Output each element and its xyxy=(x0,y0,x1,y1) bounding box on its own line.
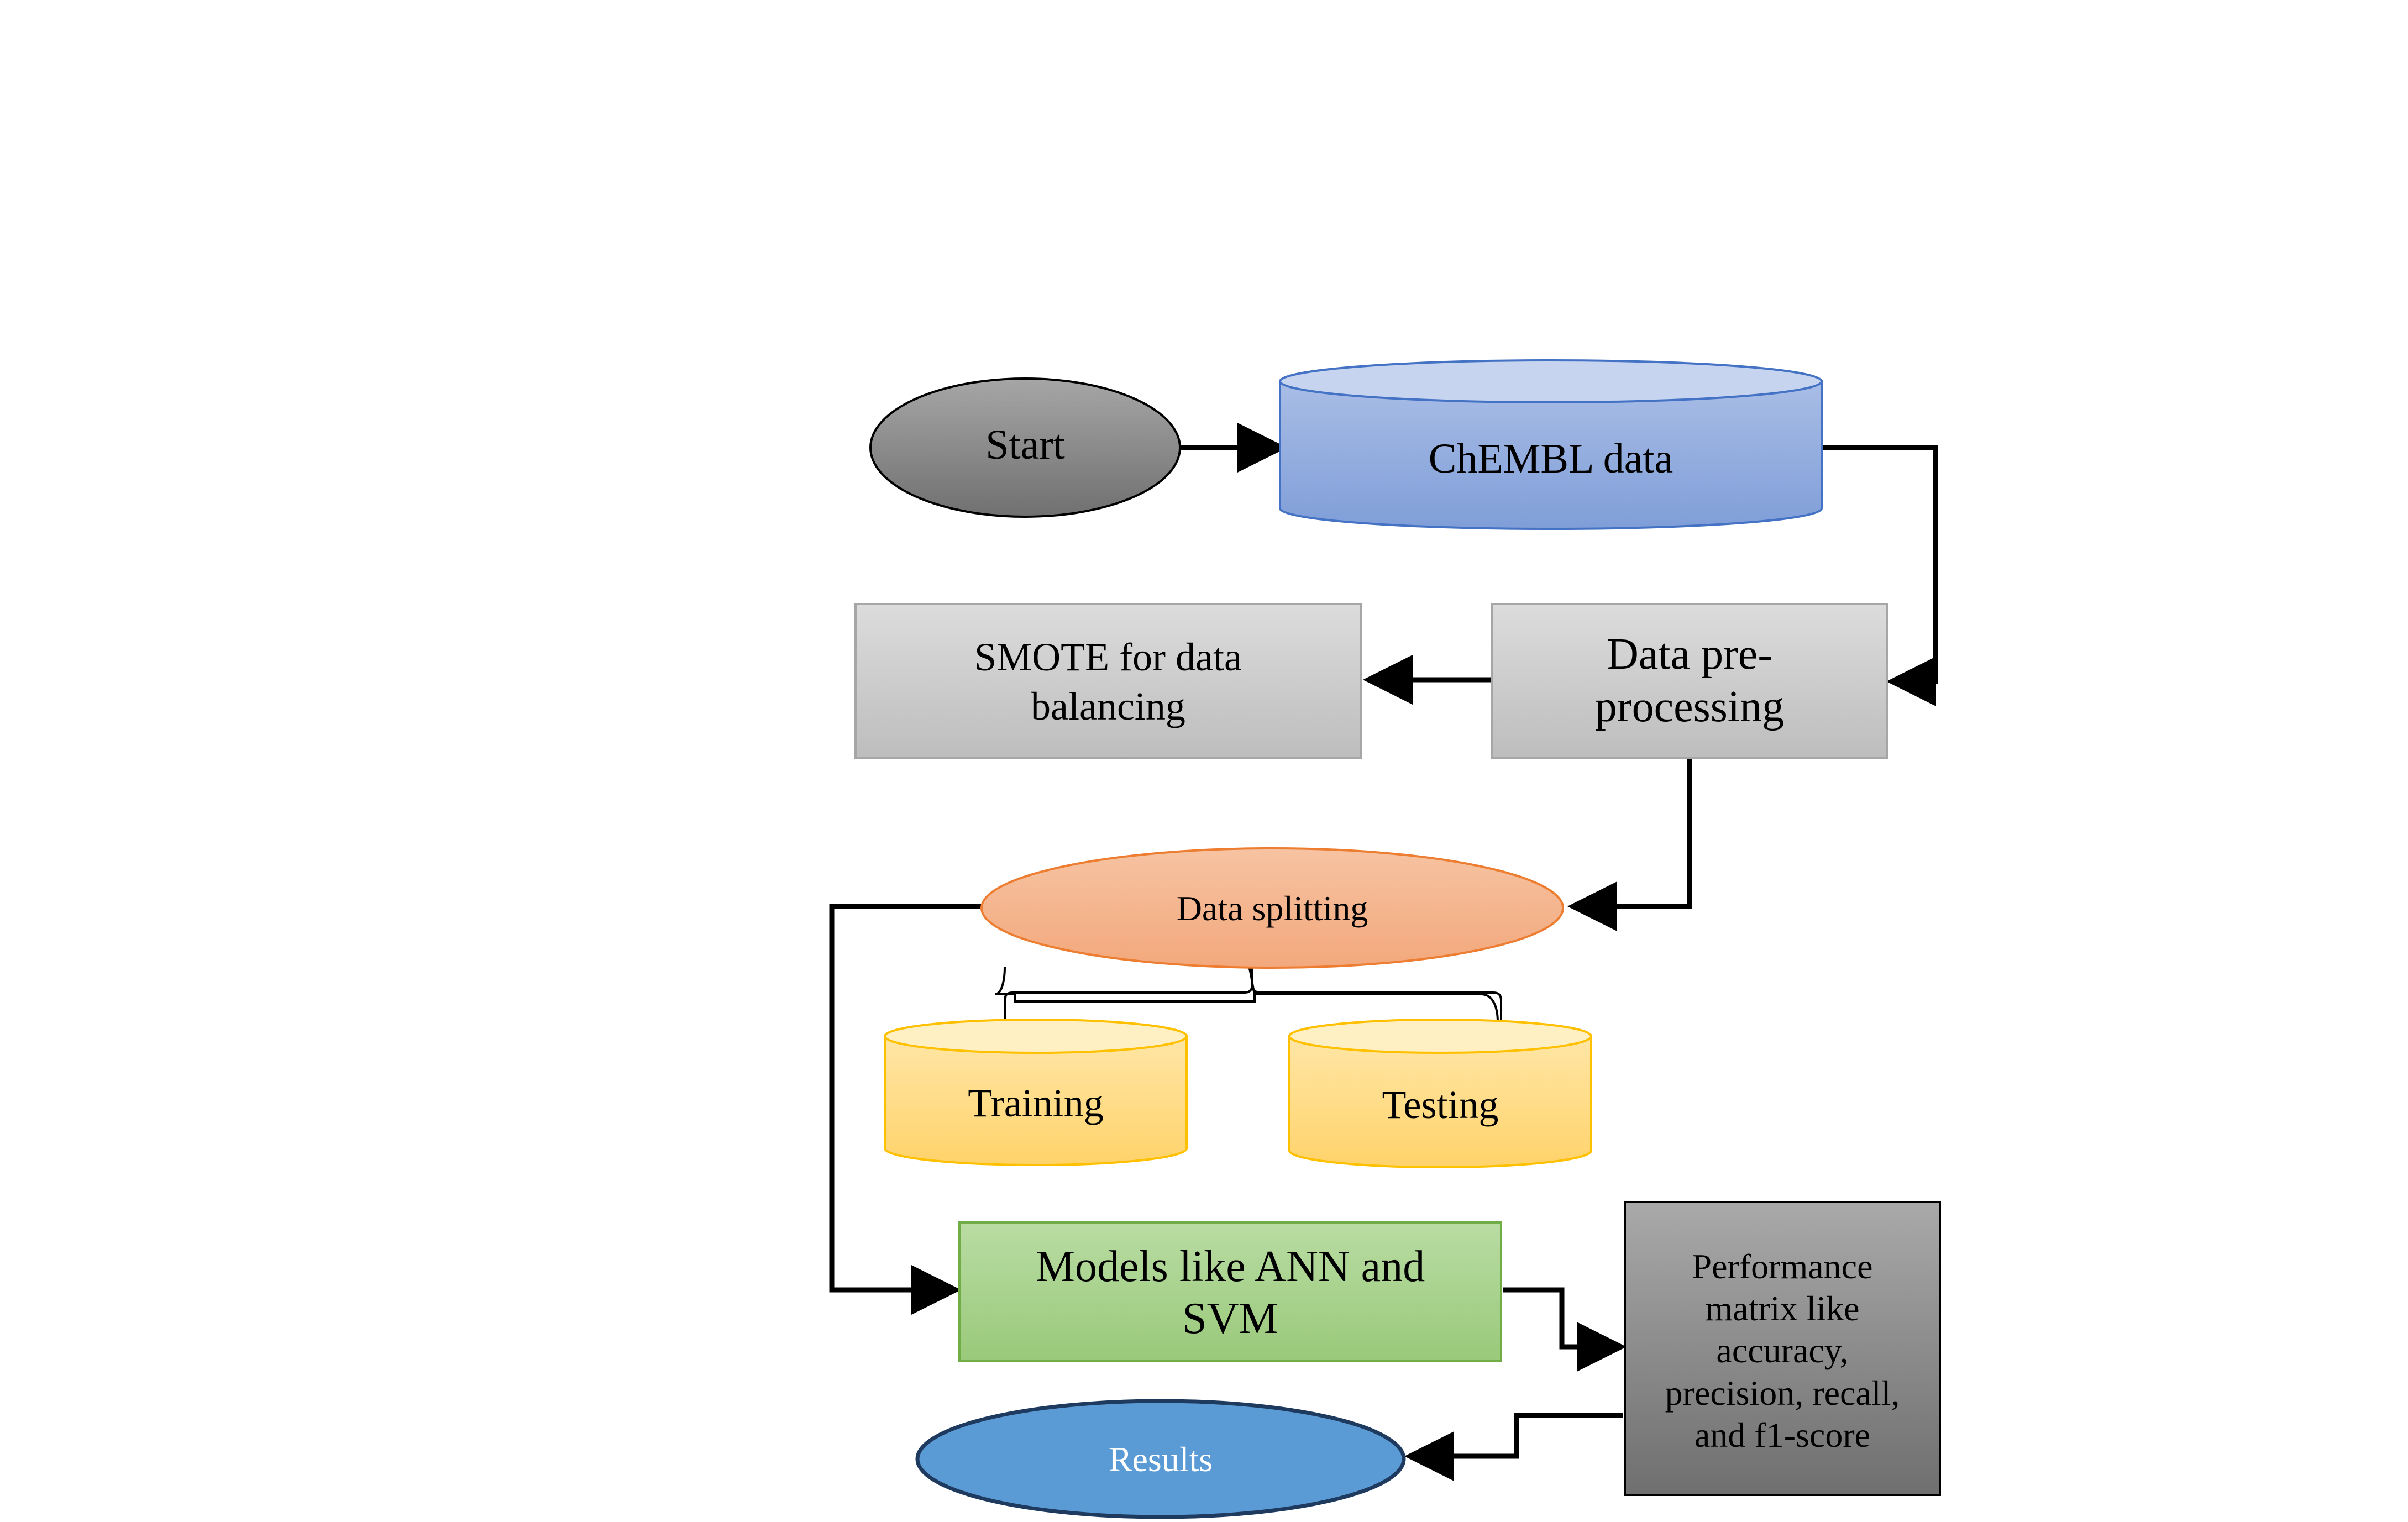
split-brace-main xyxy=(1004,967,1502,1022)
splitting-label: Data splitting xyxy=(1177,889,1368,928)
chembl-data-node: ChEMBL data xyxy=(1279,359,1823,530)
preprocessing-label-line2: processing xyxy=(1595,683,1784,731)
arrow-models-to-performance xyxy=(1503,1287,1627,1372)
training-label: Training xyxy=(968,1081,1103,1125)
models-node: Models like ANN and SVM xyxy=(958,1221,1502,1362)
preprocessing-node: Data pre- processing xyxy=(1491,603,1888,759)
performance-label-line2: matrix like xyxy=(1705,1289,1859,1328)
chembl-label: ChEMBL data xyxy=(1429,435,1673,482)
testing-label: Testing xyxy=(1382,1083,1499,1127)
models-label-line1: Models like ANN and xyxy=(1036,1242,1425,1291)
arrow-splitting-to-models xyxy=(829,904,981,1315)
start-node: Start xyxy=(869,377,1181,518)
arrow-chembl-to-preprocessing xyxy=(1822,445,1938,706)
results-label: Results xyxy=(1109,1440,1213,1479)
models-label-line2: SVM xyxy=(1182,1294,1278,1343)
training-node: Training xyxy=(884,1019,1188,1166)
smote-node: SMOTE for data balancing xyxy=(854,603,1362,759)
start-label: Start xyxy=(985,422,1065,468)
performance-label-line4: precision, recall, xyxy=(1665,1373,1900,1413)
smote-label-line2: balancing xyxy=(1031,684,1185,728)
smote-label-line1: SMOTE for data xyxy=(974,635,1242,679)
connectors xyxy=(829,423,1938,1481)
testing-node: Testing xyxy=(1288,1019,1592,1168)
performance-label-line5: and f1-score xyxy=(1694,1415,1870,1455)
performance-label-line3: accuracy, xyxy=(1716,1331,1848,1370)
data-splitting-node: Data splitting xyxy=(980,847,1564,969)
preprocessing-label-line1: Data pre- xyxy=(1607,630,1772,679)
performance-node: Performance matrix like accuracy, precis… xyxy=(1624,1201,1941,1496)
results-node: Results xyxy=(915,1399,1406,1519)
arrow-preprocessing-to-splitting xyxy=(1567,759,1692,931)
arrow-performance-to-results xyxy=(1404,1413,1623,1481)
split-brace xyxy=(994,967,1499,1023)
performance-label-line1: Performance xyxy=(1692,1247,1873,1286)
